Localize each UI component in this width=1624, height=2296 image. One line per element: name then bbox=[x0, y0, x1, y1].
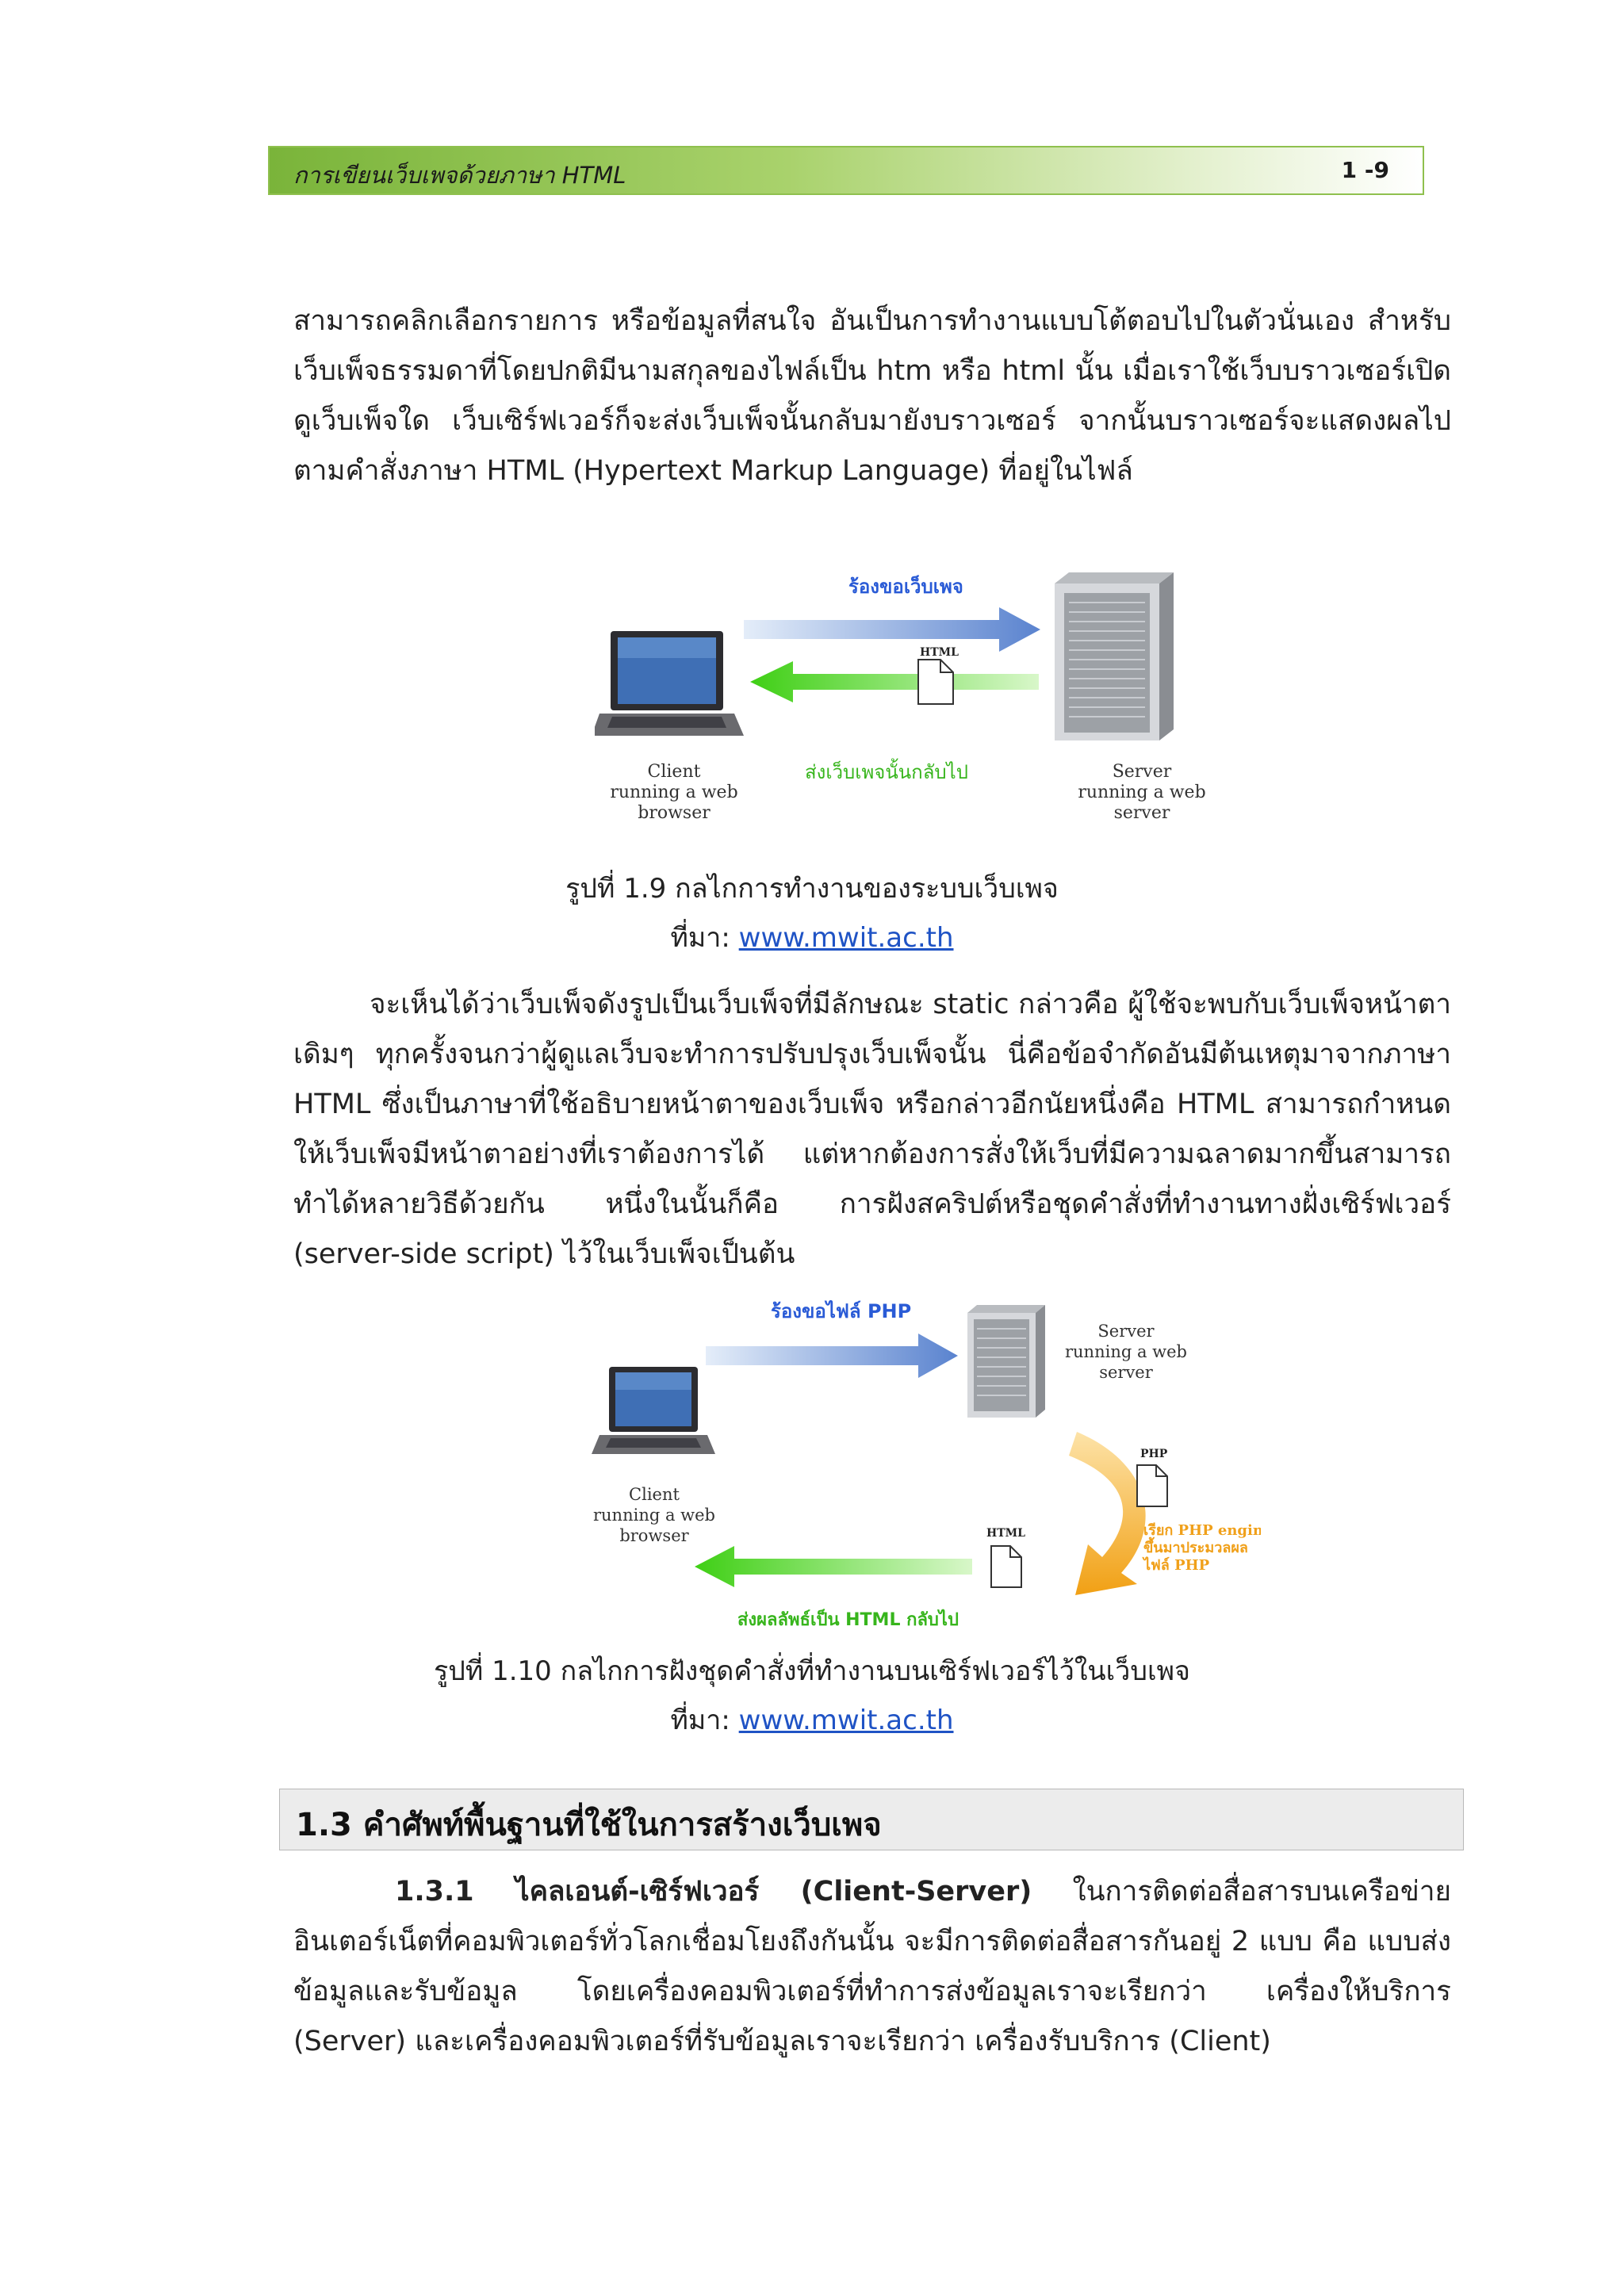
server-label-1: Server bbox=[1097, 1322, 1155, 1341]
request-label: ร้องขอเว็บเพจ bbox=[848, 575, 963, 598]
server-label-2: running a web bbox=[1065, 1342, 1187, 1361]
laptop-icon bbox=[595, 631, 744, 736]
response-arrow bbox=[695, 1546, 972, 1587]
figure2-caption: รูปที่ 1.10 กลไกการฝังชุดคำสั่งที่ทำงานบ… bbox=[434, 1655, 1190, 1687]
source-link[interactable]: www.mwit.ac.th bbox=[738, 1705, 954, 1736]
server-label-2: running a web bbox=[1078, 783, 1205, 802]
client-label-1: Client bbox=[629, 1485, 680, 1504]
section-heading-box: 1.3 คำศัพท์พื้นฐานที่ใช้ในการสร้างเว็บเพ… bbox=[279, 1789, 1464, 1850]
source-link[interactable]: www.mwit.ac.th bbox=[738, 922, 954, 954]
server-icon bbox=[967, 1305, 1045, 1418]
response-label: ส่งผลลัพธ์เป็น HTML กลับไป bbox=[737, 1608, 959, 1630]
header-title: การเขียนเว็บเพจด้วยภาษา HTML bbox=[293, 162, 626, 189]
server-label-1: Server bbox=[1113, 762, 1172, 782]
php-document-icon bbox=[1136, 1464, 1168, 1507]
figure1-caption: รูปที่ 1.9 กลไกการทำงานของระบบเว็บเพจ bbox=[565, 873, 1059, 905]
engine-label-2: ขึ้นมาประมวลผล bbox=[1143, 1536, 1248, 1556]
processing-arrow bbox=[1069, 1432, 1146, 1595]
source-prefix: ที่มา: bbox=[670, 1705, 739, 1736]
request-arrow bbox=[706, 1334, 958, 1378]
response-label: ส่งเว็บเพจนั้นกลับไป bbox=[805, 758, 968, 783]
laptop-icon bbox=[592, 1367, 715, 1454]
figure2-caption-block: รูปที่ 1.10 กลไกการฝังชุดคำสั่งที่ทำงานบ… bbox=[0, 1647, 1624, 1745]
subsection-lead: 1.3.1 ไคลเอนต์-เซิร์ฟเวอร์ (Client-Serve… bbox=[395, 1876, 1032, 1908]
html-label: HTML bbox=[986, 1527, 1025, 1540]
subsection-text: ในการติดต่อสื่อสารบนเครือข่ายอินเตอร์เน็… bbox=[293, 1876, 1451, 2057]
request-label: ร้องขอไฟล์ PHP bbox=[771, 1299, 911, 1322]
page-number: 1 -9 bbox=[1341, 157, 1389, 183]
doc-label: HTML bbox=[920, 646, 959, 659]
client-label-1: Client bbox=[648, 762, 701, 782]
server-icon bbox=[1055, 572, 1174, 740]
body-paragraph: จะเห็นได้ว่าเว็บเพ็จดังรูปเป็นเว็บเพ็จที… bbox=[293, 989, 1451, 1270]
section-heading: 1.3 คำศัพท์พื้นฐานที่ใช้ในการสร้างเว็บเพ… bbox=[296, 1807, 882, 1843]
server-label-3: server bbox=[1099, 1363, 1154, 1382]
engine-label-1: เรียก PHP engine bbox=[1143, 1522, 1261, 1539]
html-document-icon bbox=[990, 1545, 1022, 1588]
response-arrow bbox=[750, 661, 1039, 702]
client-label-3: browser bbox=[619, 1526, 689, 1545]
client-label-3: browser bbox=[638, 803, 710, 823]
request-arrow bbox=[744, 607, 1040, 652]
server-label-3: server bbox=[1114, 803, 1170, 823]
engine-label-3: ไฟล์ PHP bbox=[1142, 1556, 1210, 1574]
figure-server-script: ร้องขอไฟล์ PHP Server running a web serv… bbox=[592, 1299, 1261, 1630]
figure1-caption-block: รูปที่ 1.9 กลไกการทำงานของระบบเว็บเพจ ที… bbox=[0, 864, 1624, 962]
figure1-source: ที่มา: www.mwit.ac.th bbox=[0, 913, 1624, 962]
php-label: PHP bbox=[1140, 1448, 1168, 1460]
intro-paragraph: สามารถคลิกเลือกรายการ หรือข้อมูลที่สนใจ … bbox=[293, 305, 1451, 487]
document-icon bbox=[917, 659, 954, 705]
client-label-2: running a web bbox=[593, 1506, 715, 1525]
client-label-2: running a web bbox=[610, 783, 737, 802]
figure2-source: ที่มา: www.mwit.ac.th bbox=[0, 1696, 1624, 1745]
figure-web-mechanism: ร้องขอเว็บเพจ HTML ส่งเว็บเพจนั้นกลับไป … bbox=[595, 572, 1206, 823]
running-header: การเขียนเว็บเพจด้วยภาษา HTML 1 -9 bbox=[268, 146, 1424, 195]
subsection-paragraph: 1.3.1 ไคลเอนต์-เซิร์ฟเวอร์ (Client-Serve… bbox=[293, 1867, 1451, 2067]
source-prefix: ที่มา: bbox=[670, 922, 739, 954]
